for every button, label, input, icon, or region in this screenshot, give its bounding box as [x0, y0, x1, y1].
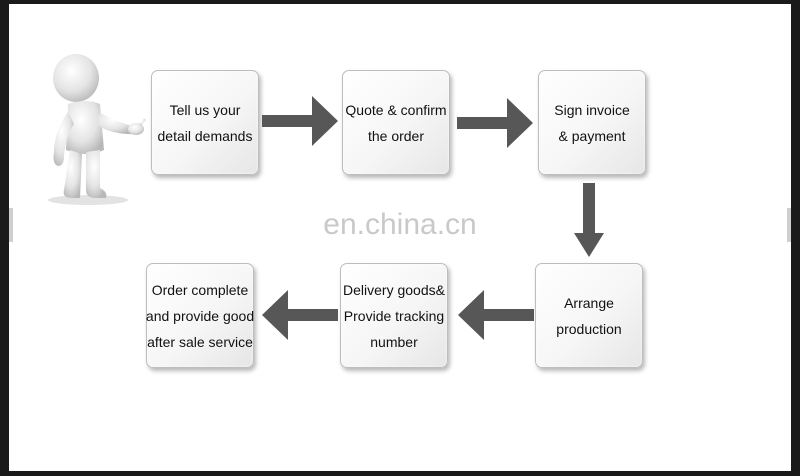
step-5-line-3: number — [370, 333, 418, 350]
step-6-line-3: after sale service — [147, 333, 253, 350]
step-box-3: Sign invoice & payment — [538, 70, 646, 175]
arrow-down-icon — [574, 183, 604, 257]
step-4-line-2: production — [556, 320, 622, 337]
left-edge-mark — [9, 208, 13, 242]
step-6-line-1: Order complete — [151, 281, 249, 298]
step-box-2: Quote & confirm the order — [342, 70, 450, 175]
arrow-right-1-icon — [262, 96, 338, 146]
arrow-left-1-icon — [458, 290, 534, 340]
step-2-line-2: the order — [367, 127, 425, 144]
step-box-4: Arrange production — [535, 263, 643, 368]
watermark-text: en.china.cn — [323, 208, 477, 241]
step-2-line-1: Quote & confirm — [345, 101, 447, 118]
step-4-line-1: Arrange — [564, 294, 614, 311]
person-figure-icon — [48, 54, 146, 205]
step-3-line-2: & payment — [558, 127, 626, 144]
step-5-line-2: Provide tracking — [343, 307, 445, 324]
step-3-line-1: Sign invoice — [554, 101, 630, 118]
step-1-line-2: detail demands — [157, 127, 253, 144]
step-1-line-1: Tell us your — [169, 101, 241, 118]
right-edge-mark — [787, 208, 791, 242]
arrow-left-2-icon — [262, 290, 338, 340]
step-box-6: Order complete and provide good after sa… — [146, 263, 254, 368]
step-5-line-1: Delivery goods& — [343, 281, 445, 298]
arrow-right-2-icon — [457, 98, 533, 148]
step-6-line-2: and provide good — [145, 307, 255, 324]
step-box-5: Delivery goods& Provide tracking number — [340, 263, 448, 368]
step-box-1: Tell us your detail demands — [151, 70, 259, 175]
